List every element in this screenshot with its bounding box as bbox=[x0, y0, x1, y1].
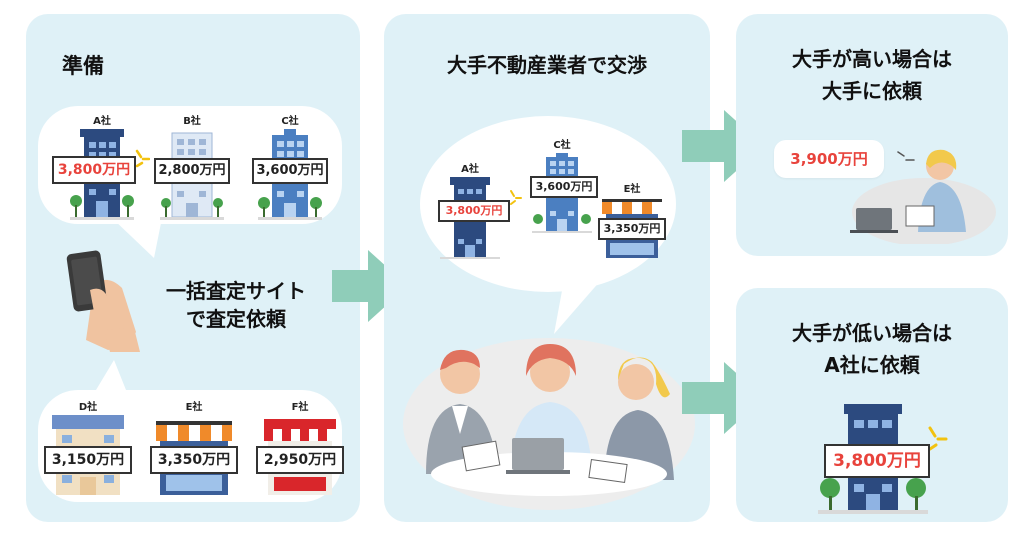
price-tag-a-middle: 3,800万円 bbox=[438, 200, 510, 222]
company-a-final-price: 3,800万円 bbox=[824, 444, 930, 478]
company-name: E社 bbox=[623, 184, 641, 195]
price-tag-e-middle: 3,350万円 bbox=[598, 218, 666, 240]
major-higher-title-2: 大手に依頼 bbox=[822, 79, 922, 103]
major-offer-chip: 3,900万円 bbox=[774, 140, 884, 178]
top-bubble-tail bbox=[112, 218, 162, 258]
highlight-spark-icon bbox=[135, 149, 150, 168]
company-name: F社 bbox=[291, 402, 309, 413]
prep-title: 準備 bbox=[62, 54, 104, 78]
company-name: A社 bbox=[93, 116, 111, 127]
highlight-spark-icon bbox=[928, 426, 948, 451]
major-lower-title-2: A社に依頼 bbox=[824, 353, 920, 377]
meeting-illustration bbox=[403, 338, 695, 510]
company-name: C社 bbox=[281, 116, 299, 127]
major-offer-price: 3,900万円 bbox=[790, 150, 868, 168]
thinking-marks-icon bbox=[897, 151, 915, 161]
price-tag-a-top: 3,800万円 bbox=[52, 156, 136, 184]
agent-at-desk-illustration bbox=[850, 149, 996, 244]
price-tag-b: 2,800万円 bbox=[154, 158, 230, 184]
price-tag-f: 2,950万円 bbox=[256, 446, 344, 474]
company-name: E社 bbox=[185, 402, 203, 413]
company-name: C社 bbox=[553, 140, 571, 151]
flow-arrow-1 bbox=[332, 250, 408, 322]
bulk-appraisal-caption-1: 一括査定サイト bbox=[166, 279, 306, 303]
company-name: B社 bbox=[183, 116, 201, 127]
price-tag-d: 3,150万円 bbox=[44, 446, 132, 474]
smartphone-hand-icon bbox=[66, 250, 140, 352]
bulk-appraisal-caption-2: で査定依頼 bbox=[186, 307, 286, 331]
major-higher-title-1: 大手が高い場合は bbox=[792, 47, 952, 71]
company-name: D社 bbox=[78, 402, 98, 413]
price-tag-c-top: 3,600万円 bbox=[252, 158, 328, 184]
highlight-spark-icon bbox=[510, 190, 522, 205]
price-tag-c-middle: 3,600万円 bbox=[530, 176, 598, 198]
company-name: A社 bbox=[461, 164, 479, 175]
price-tag-e-bottom: 3,350万円 bbox=[150, 446, 238, 474]
negotiation-title: 大手不動産業者で交渉 bbox=[447, 53, 647, 77]
major-lower-title-1: 大手が低い場合は bbox=[792, 321, 952, 345]
